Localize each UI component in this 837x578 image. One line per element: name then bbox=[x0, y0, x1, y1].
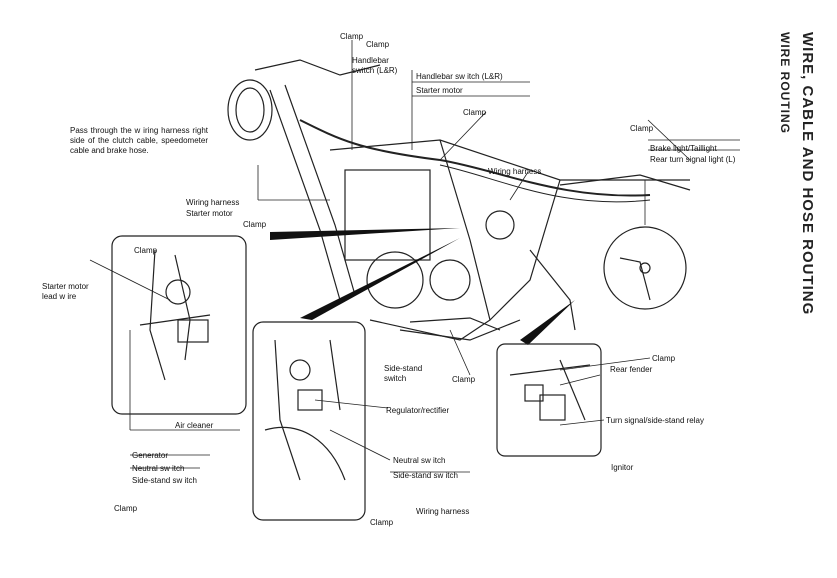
label-brake-light-taillight: Brake light/Taillight bbox=[650, 144, 717, 153]
inset-center-frame bbox=[252, 321, 366, 521]
label-ignitor: Ignitor bbox=[611, 463, 634, 472]
label-wiring-harness-left: Wiring harness bbox=[186, 198, 240, 207]
label-clamp-center-low: Clamp bbox=[452, 375, 476, 384]
main-title: WIRE, CABLE AND HOSE ROUTING bbox=[799, 32, 816, 316]
subtitle: WIRE ROUTING bbox=[778, 32, 792, 134]
label-side-stand-switch: Side-stand switch bbox=[384, 364, 423, 383]
label-pass-through-note: Pass through the w iring harness right s… bbox=[70, 126, 208, 155]
inset-circle-frame bbox=[603, 226, 687, 310]
label-clamp-top-2: Clamp bbox=[366, 40, 390, 49]
label-handlebar-switch-right: Handlebar sw itch (L&R) bbox=[416, 72, 503, 81]
label-rear-fender: Rear fender bbox=[610, 365, 653, 374]
label-clamp-top-1: Clamp bbox=[340, 32, 364, 41]
label-wiring-harness-mid: Wiring harness bbox=[488, 167, 542, 176]
label-generator: Generator bbox=[132, 451, 169, 460]
label-side-stand-switch-center: Side-stand sw itch bbox=[393, 471, 458, 480]
label-neutral-switch-center: Neutral sw itch bbox=[393, 456, 446, 465]
label-starter-motor-lead-wire: Starter motor lead w ire bbox=[42, 282, 89, 301]
label-clamp-inset-left: Clamp bbox=[134, 246, 158, 255]
label-wiring-harness-bottom: Wiring harness bbox=[416, 507, 470, 516]
inset-left-frame bbox=[111, 235, 247, 415]
label-air-cleaner: Air cleaner bbox=[175, 421, 214, 430]
label-clamp-bottom-center: Clamp bbox=[370, 518, 394, 527]
label-clamp-left-mid: Clamp bbox=[243, 220, 267, 229]
label-clamp-mid-top: Clamp bbox=[463, 108, 487, 117]
label-starter-motor-top: Starter motor bbox=[416, 86, 463, 95]
label-rear-turn-signal: Rear turn signal light (L) bbox=[650, 155, 736, 164]
label-regulator-rectifier: Regulator/rectifier bbox=[386, 406, 450, 415]
label-turn-signal-relay: Turn signal/side-stand relay bbox=[606, 416, 704, 425]
label-clamp-right-inset: Clamp bbox=[652, 354, 676, 363]
inset-right-frame bbox=[496, 343, 602, 457]
label-starter-motor-left: Starter motor bbox=[186, 209, 233, 218]
label-clamp-bottom-left: Clamp bbox=[114, 504, 138, 513]
label-clamp-right-top: Clamp bbox=[630, 124, 654, 133]
label-neutral-switch-left: Neutral sw itch bbox=[132, 464, 185, 473]
label-side-stand-switch-left: Side-stand sw itch bbox=[132, 476, 197, 485]
headlight-shape bbox=[227, 79, 273, 141]
label-handlebar-switch-left: Handlebar switch (L&R) bbox=[352, 56, 398, 75]
